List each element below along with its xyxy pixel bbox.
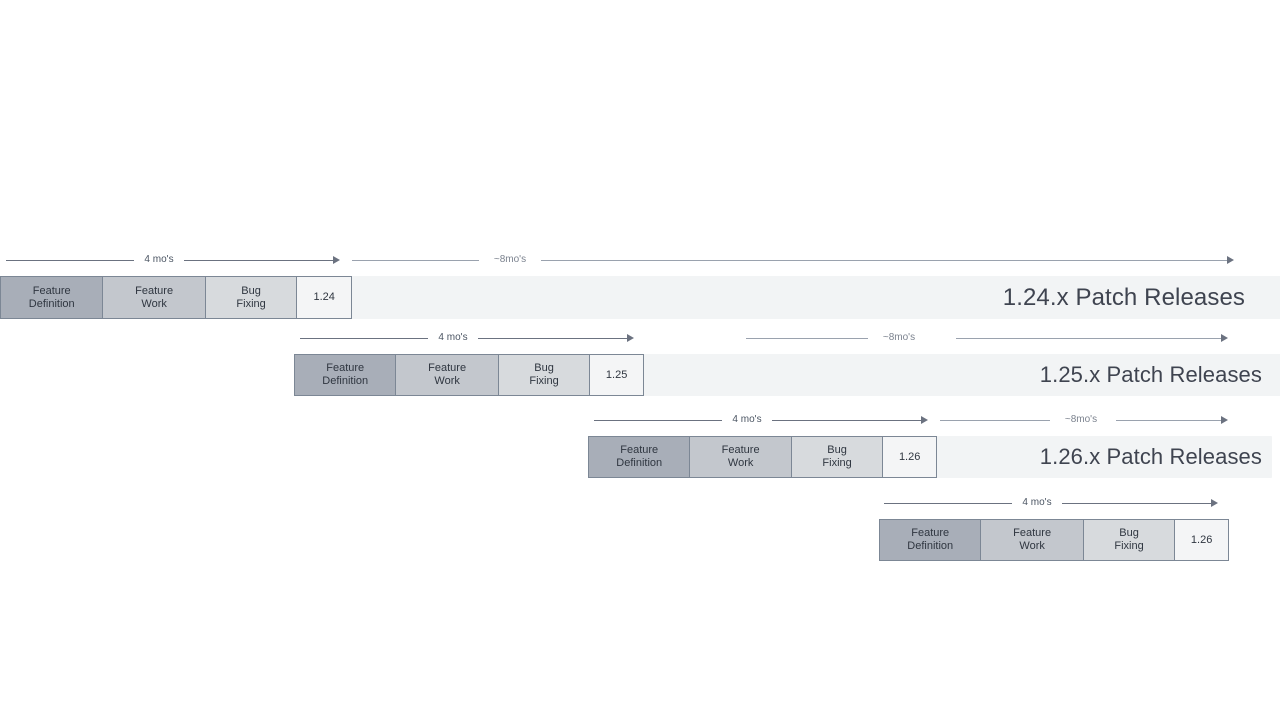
phase-label-line1: Feature <box>911 527 950 539</box>
phase-feature-work[interactable]: Feature Work <box>690 437 792 477</box>
phase-bug-fixing[interactable]: Bug Fixing <box>1083 520 1176 560</box>
phase-feature-definition[interactable]: Feature Definition <box>589 437 691 477</box>
phase-version-tag[interactable]: 1.25 <box>590 355 643 395</box>
arrow-segment-right <box>956 338 1221 339</box>
phase-label-line2: Fixing <box>1114 540 1144 552</box>
arrowhead-icon <box>1211 499 1218 507</box>
phase-label-line2: Fixing <box>236 297 266 310</box>
phase-label-line1: Feature <box>428 362 467 374</box>
arrow-segment-right <box>541 260 1227 261</box>
phase-label-line1: Bug <box>534 362 554 374</box>
phase-label-line1: Feature <box>32 284 71 297</box>
arrowhead-icon <box>921 416 928 424</box>
phase-label-line2: Work <box>434 375 460 387</box>
duration-label-patch: ~8mo's <box>882 332 916 343</box>
phase-bug-fixing[interactable]: Bug Fixing <box>205 277 298 318</box>
arrowhead-icon <box>1227 256 1234 264</box>
duration-arrow-dev-1-26: 4 mo's <box>594 412 928 430</box>
phase-label-line2: Work <box>1019 540 1045 552</box>
phase-label-line1: Feature <box>721 444 760 456</box>
duration-arrow-patch-1-24: ~8mo's <box>352 252 1234 270</box>
phase-group-1-25: Feature Definition Feature Work Bug Fixi… <box>294 354 644 396</box>
arrow-segment-left <box>594 420 722 421</box>
arrow-segment-left <box>352 260 479 261</box>
phase-label-line1: Feature <box>620 444 659 456</box>
arrow-segment-right <box>1116 420 1221 421</box>
arrow-segment-left <box>746 338 868 339</box>
duration-label-patch: ~8mo's <box>493 254 527 265</box>
phase-label-line1: Feature <box>1013 527 1052 539</box>
phase-feature-work[interactable]: Feature Work <box>981 520 1084 560</box>
phase-label-line1: Bug <box>827 444 847 456</box>
phase-label-line2: Work <box>141 297 167 310</box>
phase-version-tag[interactable]: 1.26 <box>883 437 936 477</box>
duration-label-dev: 4 mo's <box>144 254 174 265</box>
duration-label-dev: 4 mo's <box>438 332 468 343</box>
phase-label-line2: Fixing <box>529 375 559 387</box>
phase-label-line2: Work <box>727 457 754 469</box>
phase-label-line1: Feature <box>135 284 174 297</box>
duration-arrow-dev-1-26-next: 4 mo's <box>884 495 1218 513</box>
phase-feature-definition[interactable]: Feature Definition <box>880 520 982 560</box>
phase-label-line2: Definition <box>28 297 75 310</box>
phase-bug-fixing[interactable]: Bug Fixing <box>791 437 884 477</box>
phase-label-line2: Definition <box>322 375 369 387</box>
duration-arrow-dev-1-24: 4 mo's <box>6 252 340 270</box>
phase-group-1-26-next: Feature Definition Feature Work Bug Fixi… <box>879 519 1229 561</box>
arrow-segment-left <box>884 503 1012 504</box>
duration-label-dev: 4 mo's <box>1022 497 1052 508</box>
phase-version-tag[interactable]: 1.24 <box>297 277 352 318</box>
phase-feature-definition[interactable]: Feature Definition <box>295 355 397 395</box>
phase-label-line2: Definition <box>907 540 954 552</box>
arrow-segment-right <box>1062 503 1211 504</box>
phase-feature-definition[interactable]: Feature Definition <box>1 277 104 318</box>
patch-release-label: 1.24.x Patch Releases <box>1002 283 1245 311</box>
duration-label-patch: ~8mo's <box>1064 414 1098 425</box>
phase-bug-fixing[interactable]: Bug Fixing <box>498 355 591 395</box>
arrow-segment-left <box>300 338 428 339</box>
arrowhead-icon <box>1221 416 1228 424</box>
phase-group-1-24: Feature Definition Feature Work Bug Fixi… <box>0 276 352 319</box>
arrow-segment-left <box>6 260 134 261</box>
phase-label-line1: Bug <box>241 284 261 297</box>
arrowhead-icon <box>1221 334 1228 342</box>
arrow-segment-left <box>940 420 1050 421</box>
phase-feature-work[interactable]: Feature Work <box>396 355 499 395</box>
arrow-segment-right <box>478 338 627 339</box>
arrowhead-icon <box>627 334 634 342</box>
arrowhead-icon <box>333 256 340 264</box>
phase-label-line2: Definition <box>616 457 663 469</box>
patch-release-label: 1.26.x Patch Releases <box>1039 444 1262 469</box>
patch-release-label: 1.25.x Patch Releases <box>1039 362 1262 387</box>
duration-arrow-patch-1-25: ~8mo's <box>746 330 1234 348</box>
arrow-segment-right <box>772 420 921 421</box>
arrow-segment-right <box>184 260 333 261</box>
duration-arrow-dev-1-25: 4 mo's <box>300 330 634 348</box>
phase-label-line1: Bug <box>1119 527 1139 539</box>
phase-version-tag[interactable]: 1.26 <box>1175 520 1228 560</box>
phase-label-line1: Feature <box>326 362 365 374</box>
duration-label-dev: 4 mo's <box>732 414 762 425</box>
phase-feature-work[interactable]: Feature Work <box>103 277 206 318</box>
phase-group-1-26: Feature Definition Feature Work Bug Fixi… <box>588 436 937 478</box>
duration-arrow-patch-1-26: ~8mo's <box>940 412 1234 430</box>
phase-label-line2: Fixing <box>822 457 852 469</box>
